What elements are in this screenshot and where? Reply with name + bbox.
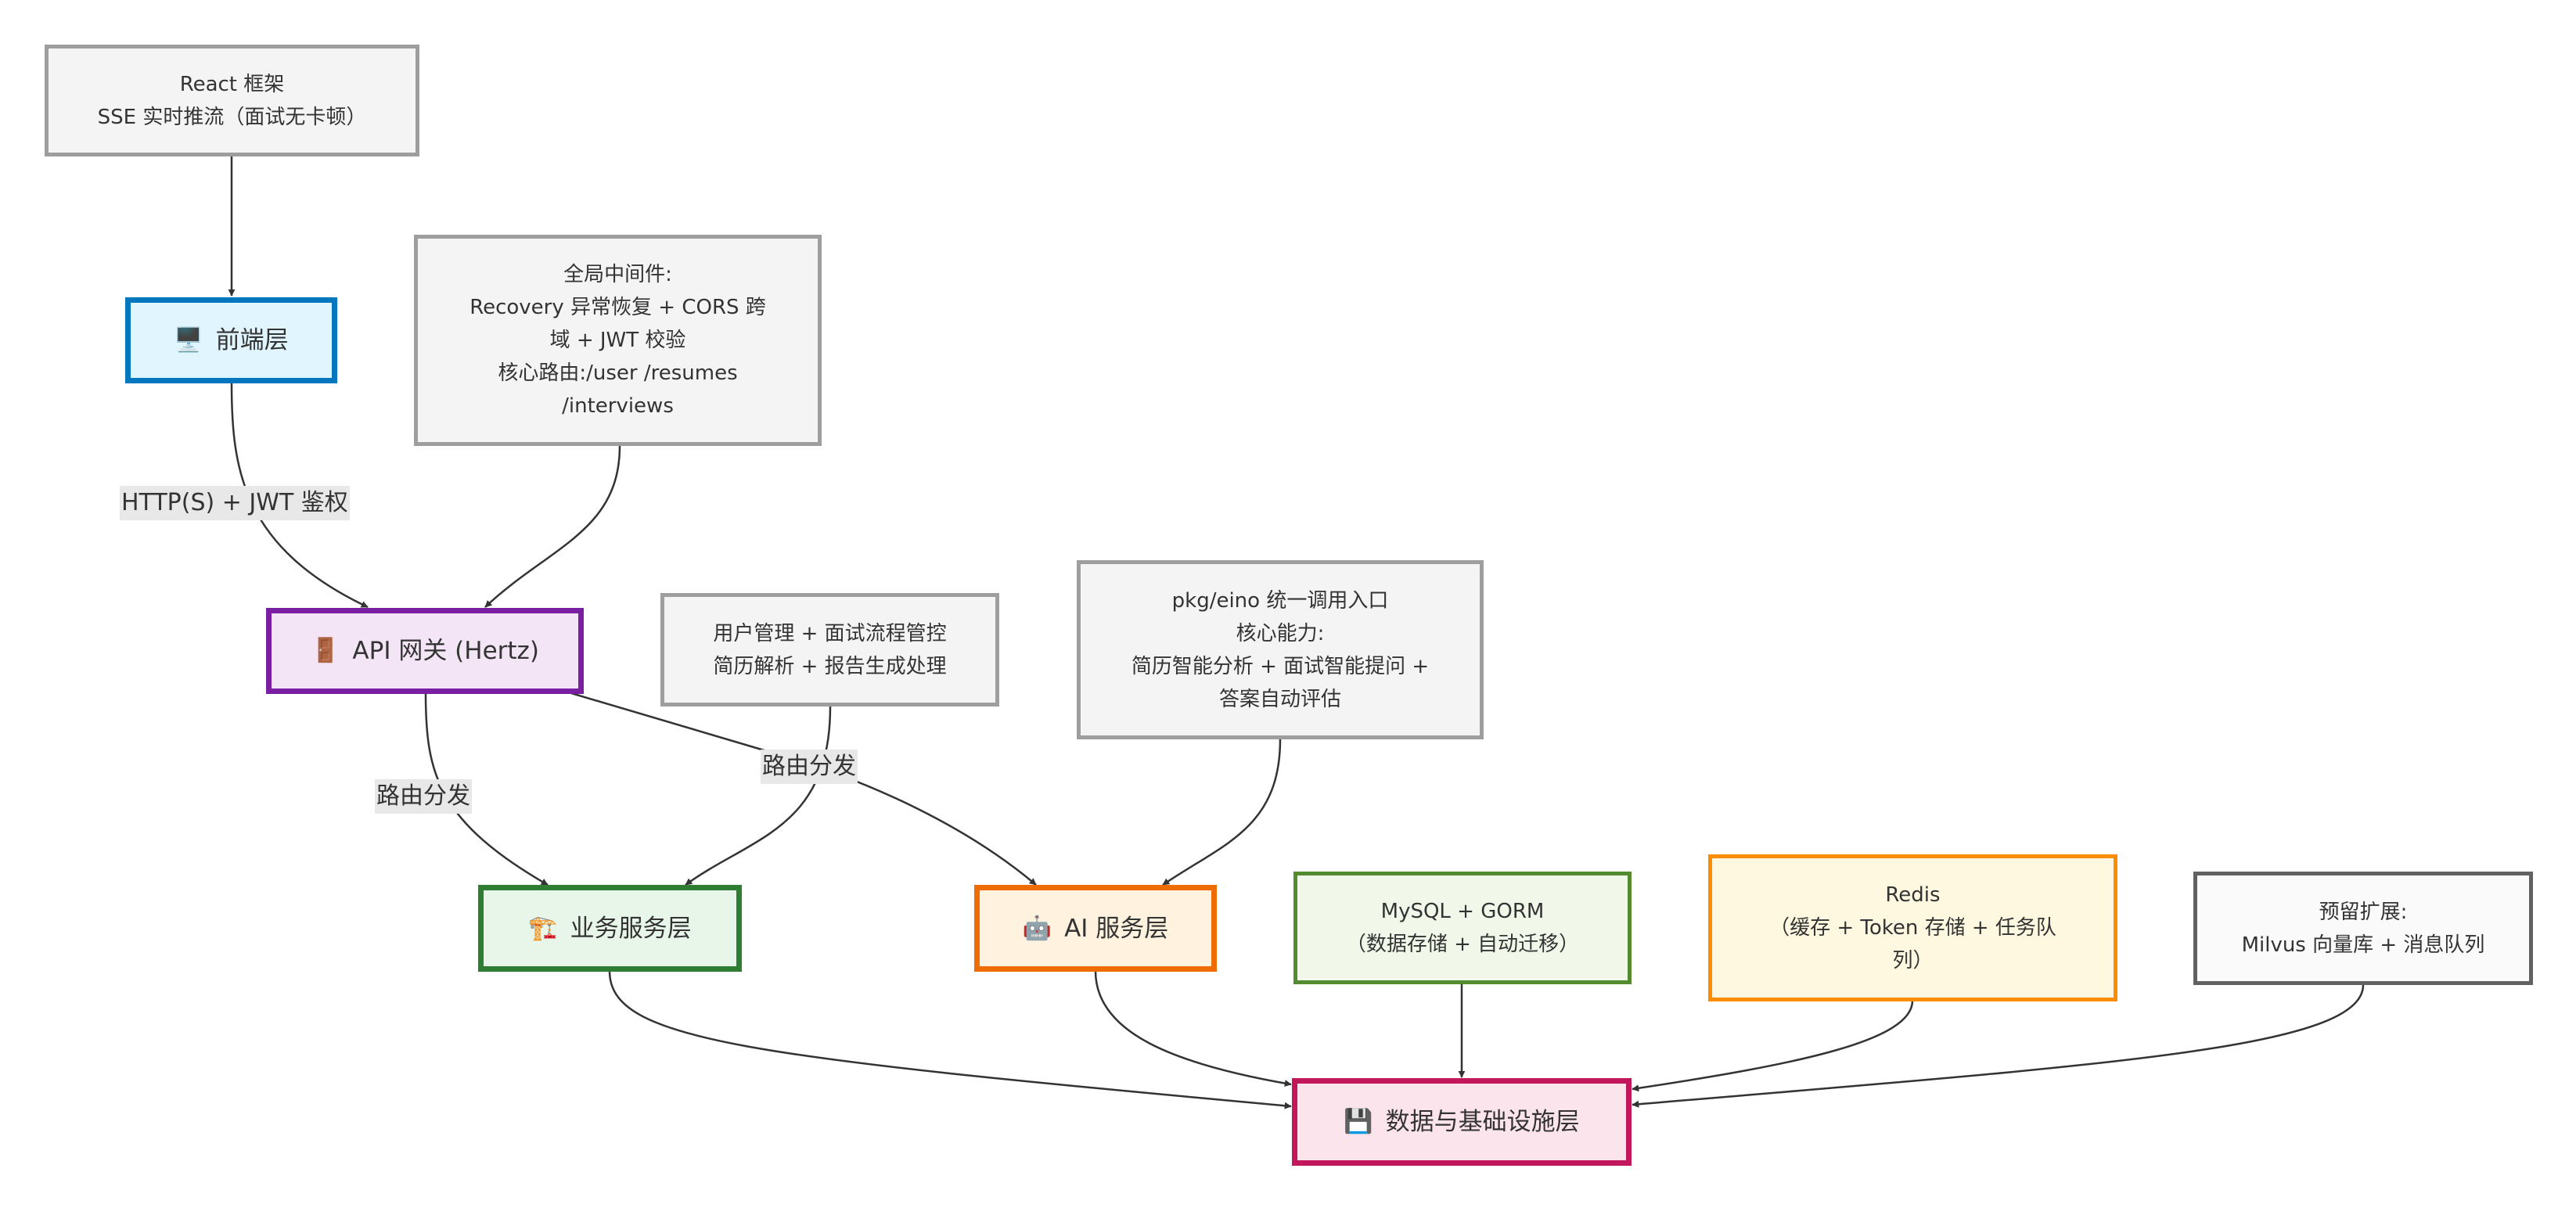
ai-note-line: pkg/eino 统一调用入口 xyxy=(1171,588,1389,613)
floppy-disk-icon: 💾 xyxy=(1344,1108,1373,1135)
middleware-note-line: Recovery 异常恢复 + CORS 跨 xyxy=(470,296,766,319)
middleware-note-line: 全局中间件: xyxy=(563,263,672,286)
ai-note-line: 答案自动评估 xyxy=(1218,687,1341,711)
ai-note-line: 简历智能分析 + 面试智能提问 + xyxy=(1131,654,1430,678)
reserved-extension-note: 预留扩展: Milvus 向量库 + 消息队列 xyxy=(2193,872,2533,985)
edge-redis-to-data-layer xyxy=(1632,1000,1914,1092)
mysql-note: MySQL + GORM （数据存储 + 自动迁移） xyxy=(1293,872,1632,984)
data-infrastructure-layer-node[interactable]: 💾 数据与基础设施层 xyxy=(1292,1078,1632,1166)
api-gateway-label: API 网关 (Hertz) xyxy=(352,637,539,665)
frontend-layer-label: 前端层 xyxy=(215,326,289,354)
frontend-layer-node[interactable]: 🖥️ 前端层 xyxy=(125,297,337,383)
data-layer-label: 数据与基础设施层 xyxy=(1385,1108,1580,1136)
business-layer-node[interactable]: 🏗️ 业务服务层 xyxy=(478,885,742,972)
edge-reserved-to-data-layer xyxy=(1632,984,2365,1108)
mysql-note-line: MySQL + GORM xyxy=(1380,900,1545,923)
business-note-line: 用户管理 + 面试流程管控 xyxy=(713,621,947,645)
edge-label-routing-business: 路由分发 xyxy=(375,779,472,814)
ai-note-line: 核心能力: xyxy=(1236,621,1325,645)
react-note-line: React 框架 xyxy=(179,72,285,96)
robot-icon: 🤖 xyxy=(1022,914,1052,942)
redis-note-line: 列） xyxy=(1892,949,1934,973)
edge-api-gateway-to-ai-layer xyxy=(570,692,1037,886)
edge-ai-note-to-ai-layer xyxy=(1162,739,1282,886)
door-icon: 🚪 xyxy=(311,637,340,664)
middleware-note: 全局中间件: Recovery 异常恢复 + CORS 跨 域 + JWT 校验… xyxy=(414,235,822,446)
business-note: 用户管理 + 面试流程管控 简历解析 + 报告生成处理 xyxy=(660,593,999,706)
react-note-line: SSE 实时推流（面试无卡顿） xyxy=(97,105,367,129)
mysql-note-line: （数据存储 + 自动迁移） xyxy=(1345,933,1580,956)
react-note: React 框架 SSE 实时推流（面试无卡顿） xyxy=(45,45,419,156)
desktop-computer-icon: 🖥️ xyxy=(174,326,203,354)
ai-layer-label: AI 服务层 xyxy=(1064,914,1169,943)
redis-note: Redis （缓存 + Token 存储 + 任务队 列） xyxy=(1708,854,2117,1001)
redis-note-line: （缓存 + Token 存储 + 任务队 xyxy=(1769,916,2056,940)
business-layer-label: 业务服务层 xyxy=(570,914,692,943)
business-note-line: 简历解析 + 报告生成处理 xyxy=(713,654,947,678)
reserved-note-line: 预留扩展: xyxy=(2319,900,2408,924)
edge-business-layer-to-data-layer xyxy=(608,970,1292,1109)
reserved-note-line: Milvus 向量库 + 消息队列 xyxy=(2241,933,2485,957)
edge-middleware-to-api-gateway xyxy=(484,445,621,608)
edge-ai-layer-to-data-layer xyxy=(1094,970,1292,1088)
redis-note-line: Redis xyxy=(1885,883,1941,907)
middleware-note-line: 核心路由:/user /resumes xyxy=(498,361,738,385)
middleware-note-line: 域 + JWT 校验 xyxy=(549,329,686,352)
ai-layer-node[interactable]: 🤖 AI 服务层 xyxy=(974,885,1217,972)
edge-label-http-jwt: HTTP(S) + JWT 鉴权 xyxy=(120,486,350,520)
edge-label-routing-ai: 路由分发 xyxy=(761,750,858,784)
ai-note: pkg/eino 统一调用入口 核心能力: 简历智能分析 + 面试智能提问 + … xyxy=(1077,560,1484,739)
api-gateway-node[interactable]: 🚪 API 网关 (Hertz) xyxy=(266,608,584,694)
middleware-note-line: /interviews xyxy=(562,394,674,418)
construction-crane-icon: 🏗️ xyxy=(528,914,558,942)
